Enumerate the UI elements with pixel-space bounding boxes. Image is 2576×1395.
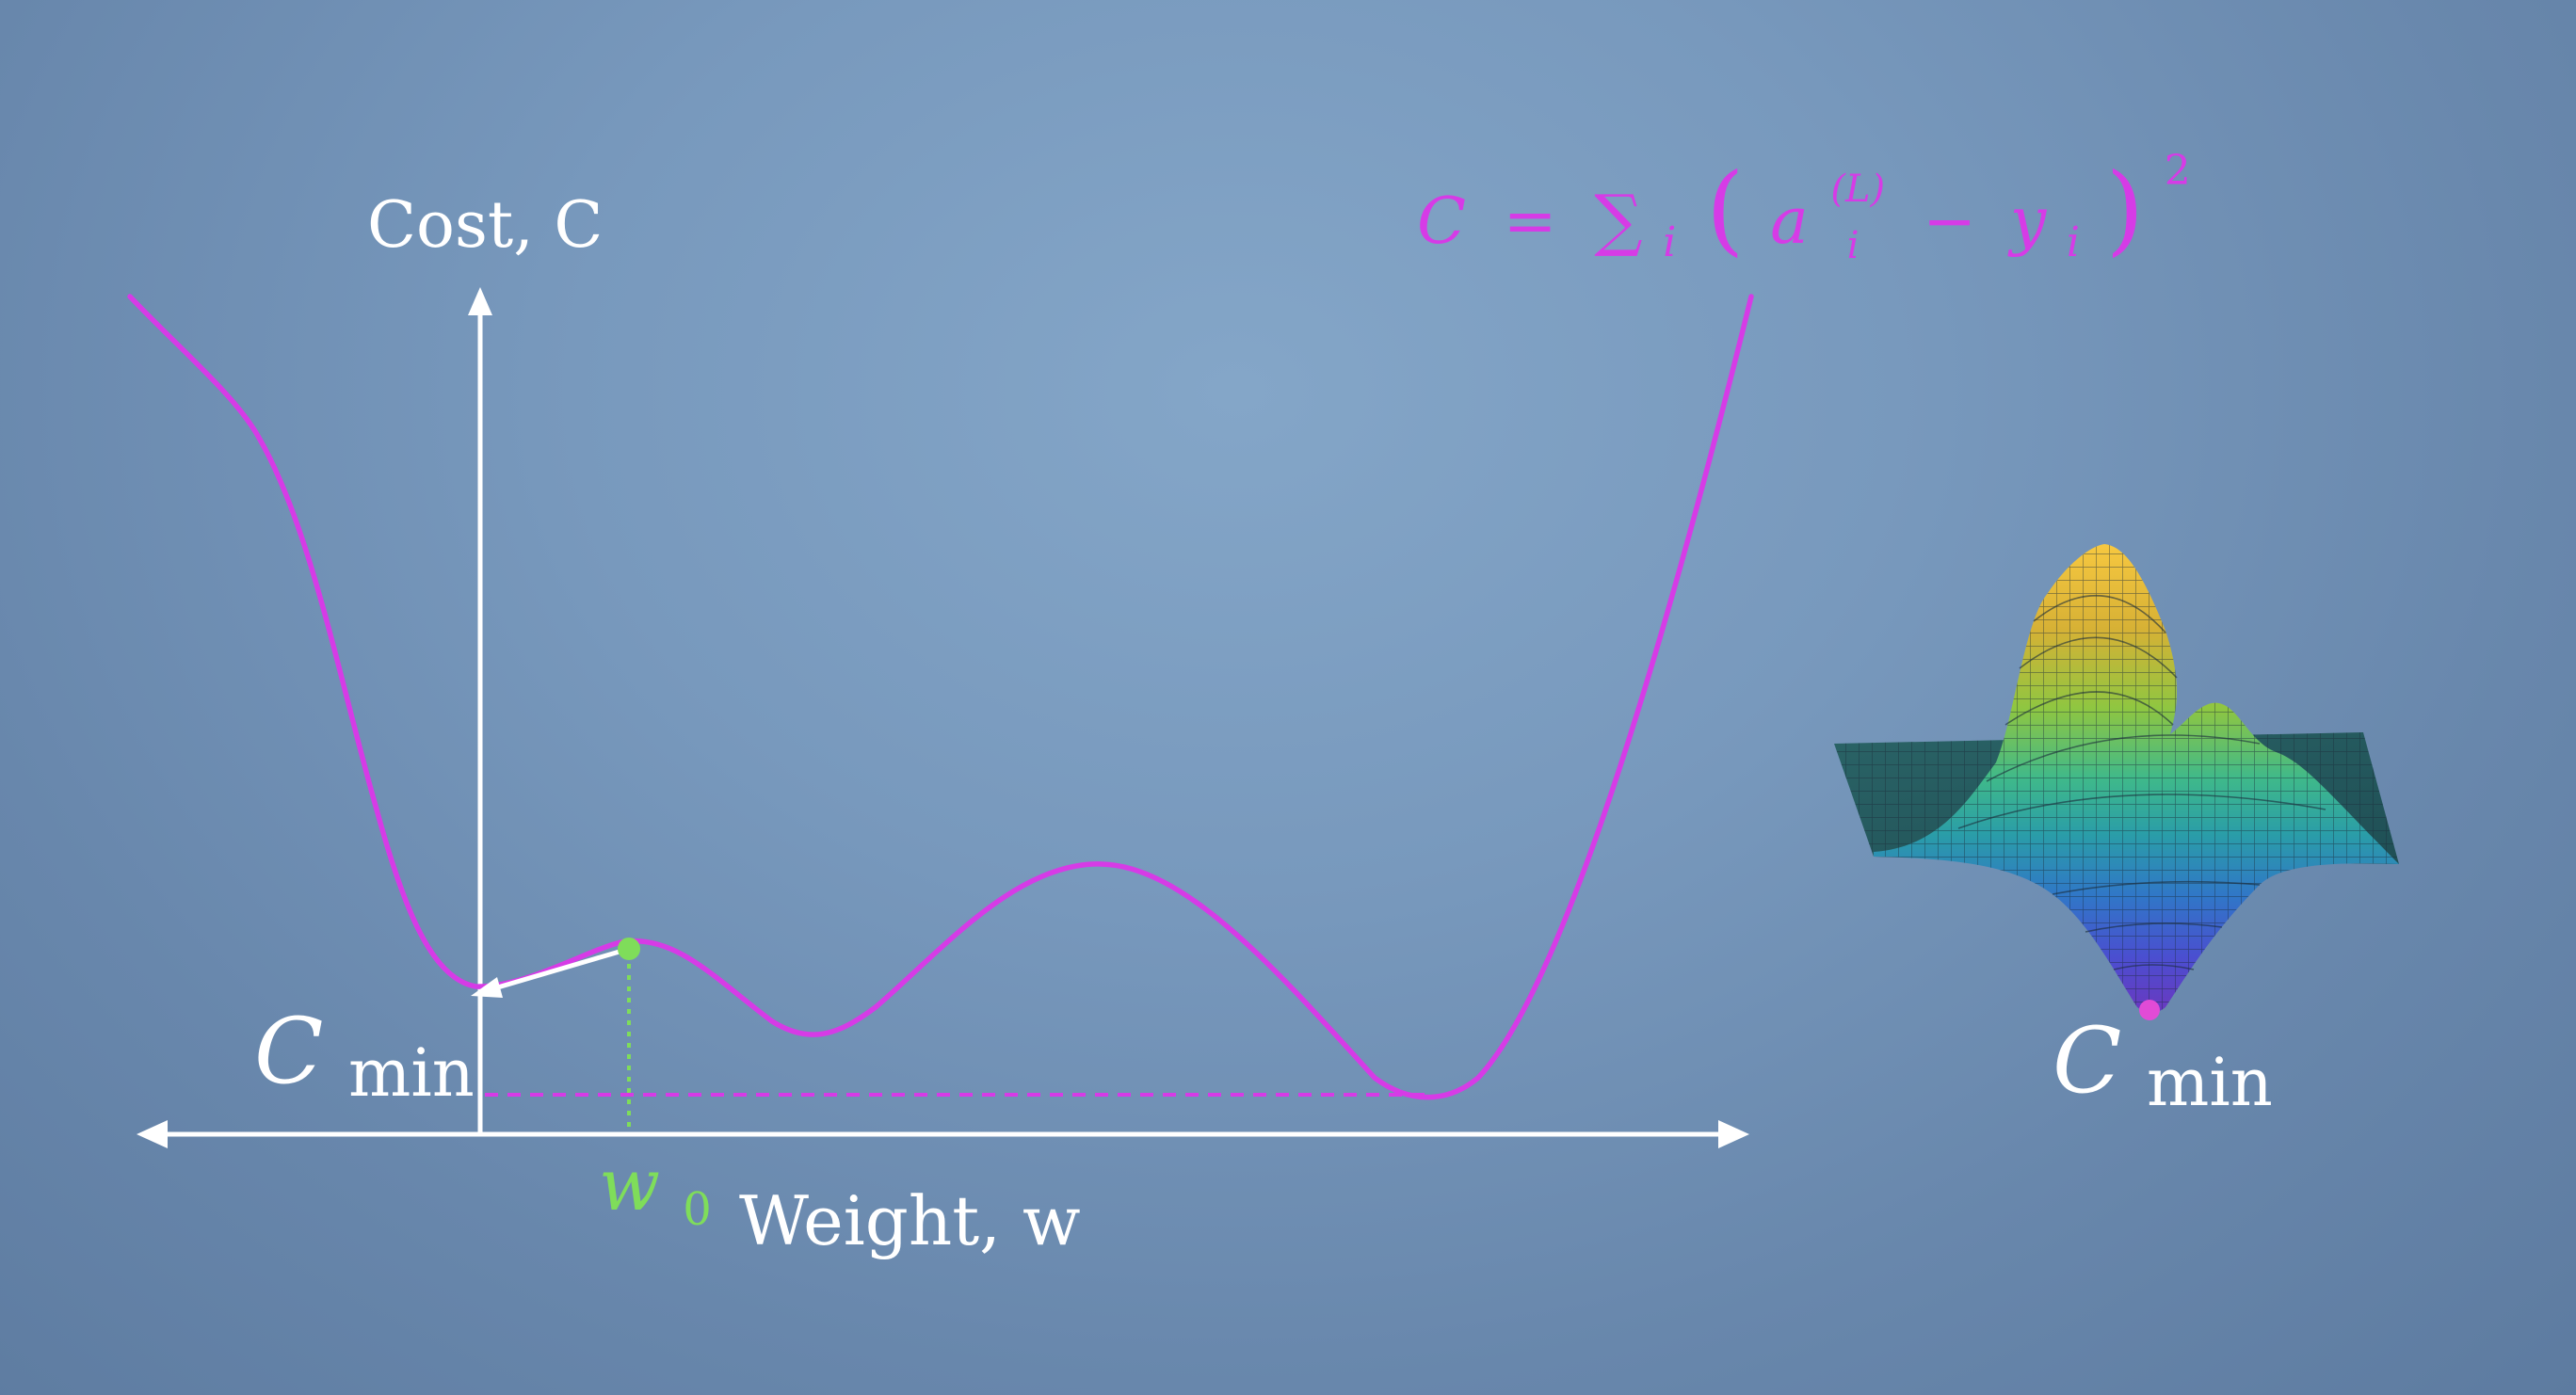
start-point-w0 (618, 938, 640, 960)
y-axis-arrow-head (468, 287, 492, 315)
x-axis-left-arrow-head (137, 1120, 168, 1148)
y-axis-label: Cost, C (367, 188, 603, 263)
arrow-head-icon (471, 977, 503, 998)
cmin-label-right: C min (2053, 1008, 2273, 1121)
x-axis-label: Weight, w (739, 1181, 1081, 1260)
3d-cost-surface-icon (1834, 544, 2399, 1020)
gradient-step-arrow (471, 946, 630, 998)
cost-formula: C = ∑ i ( a (L) i − y i ) 2 (1417, 143, 2191, 274)
w0-label: w 0 (599, 1143, 712, 1236)
surface-min-point (2139, 1000, 2160, 1020)
axes (137, 287, 1749, 1148)
cost-curve (127, 294, 1754, 1100)
cmin-label-left: C min (254, 999, 475, 1112)
x-axis-right-arrow-head (1718, 1120, 1749, 1148)
